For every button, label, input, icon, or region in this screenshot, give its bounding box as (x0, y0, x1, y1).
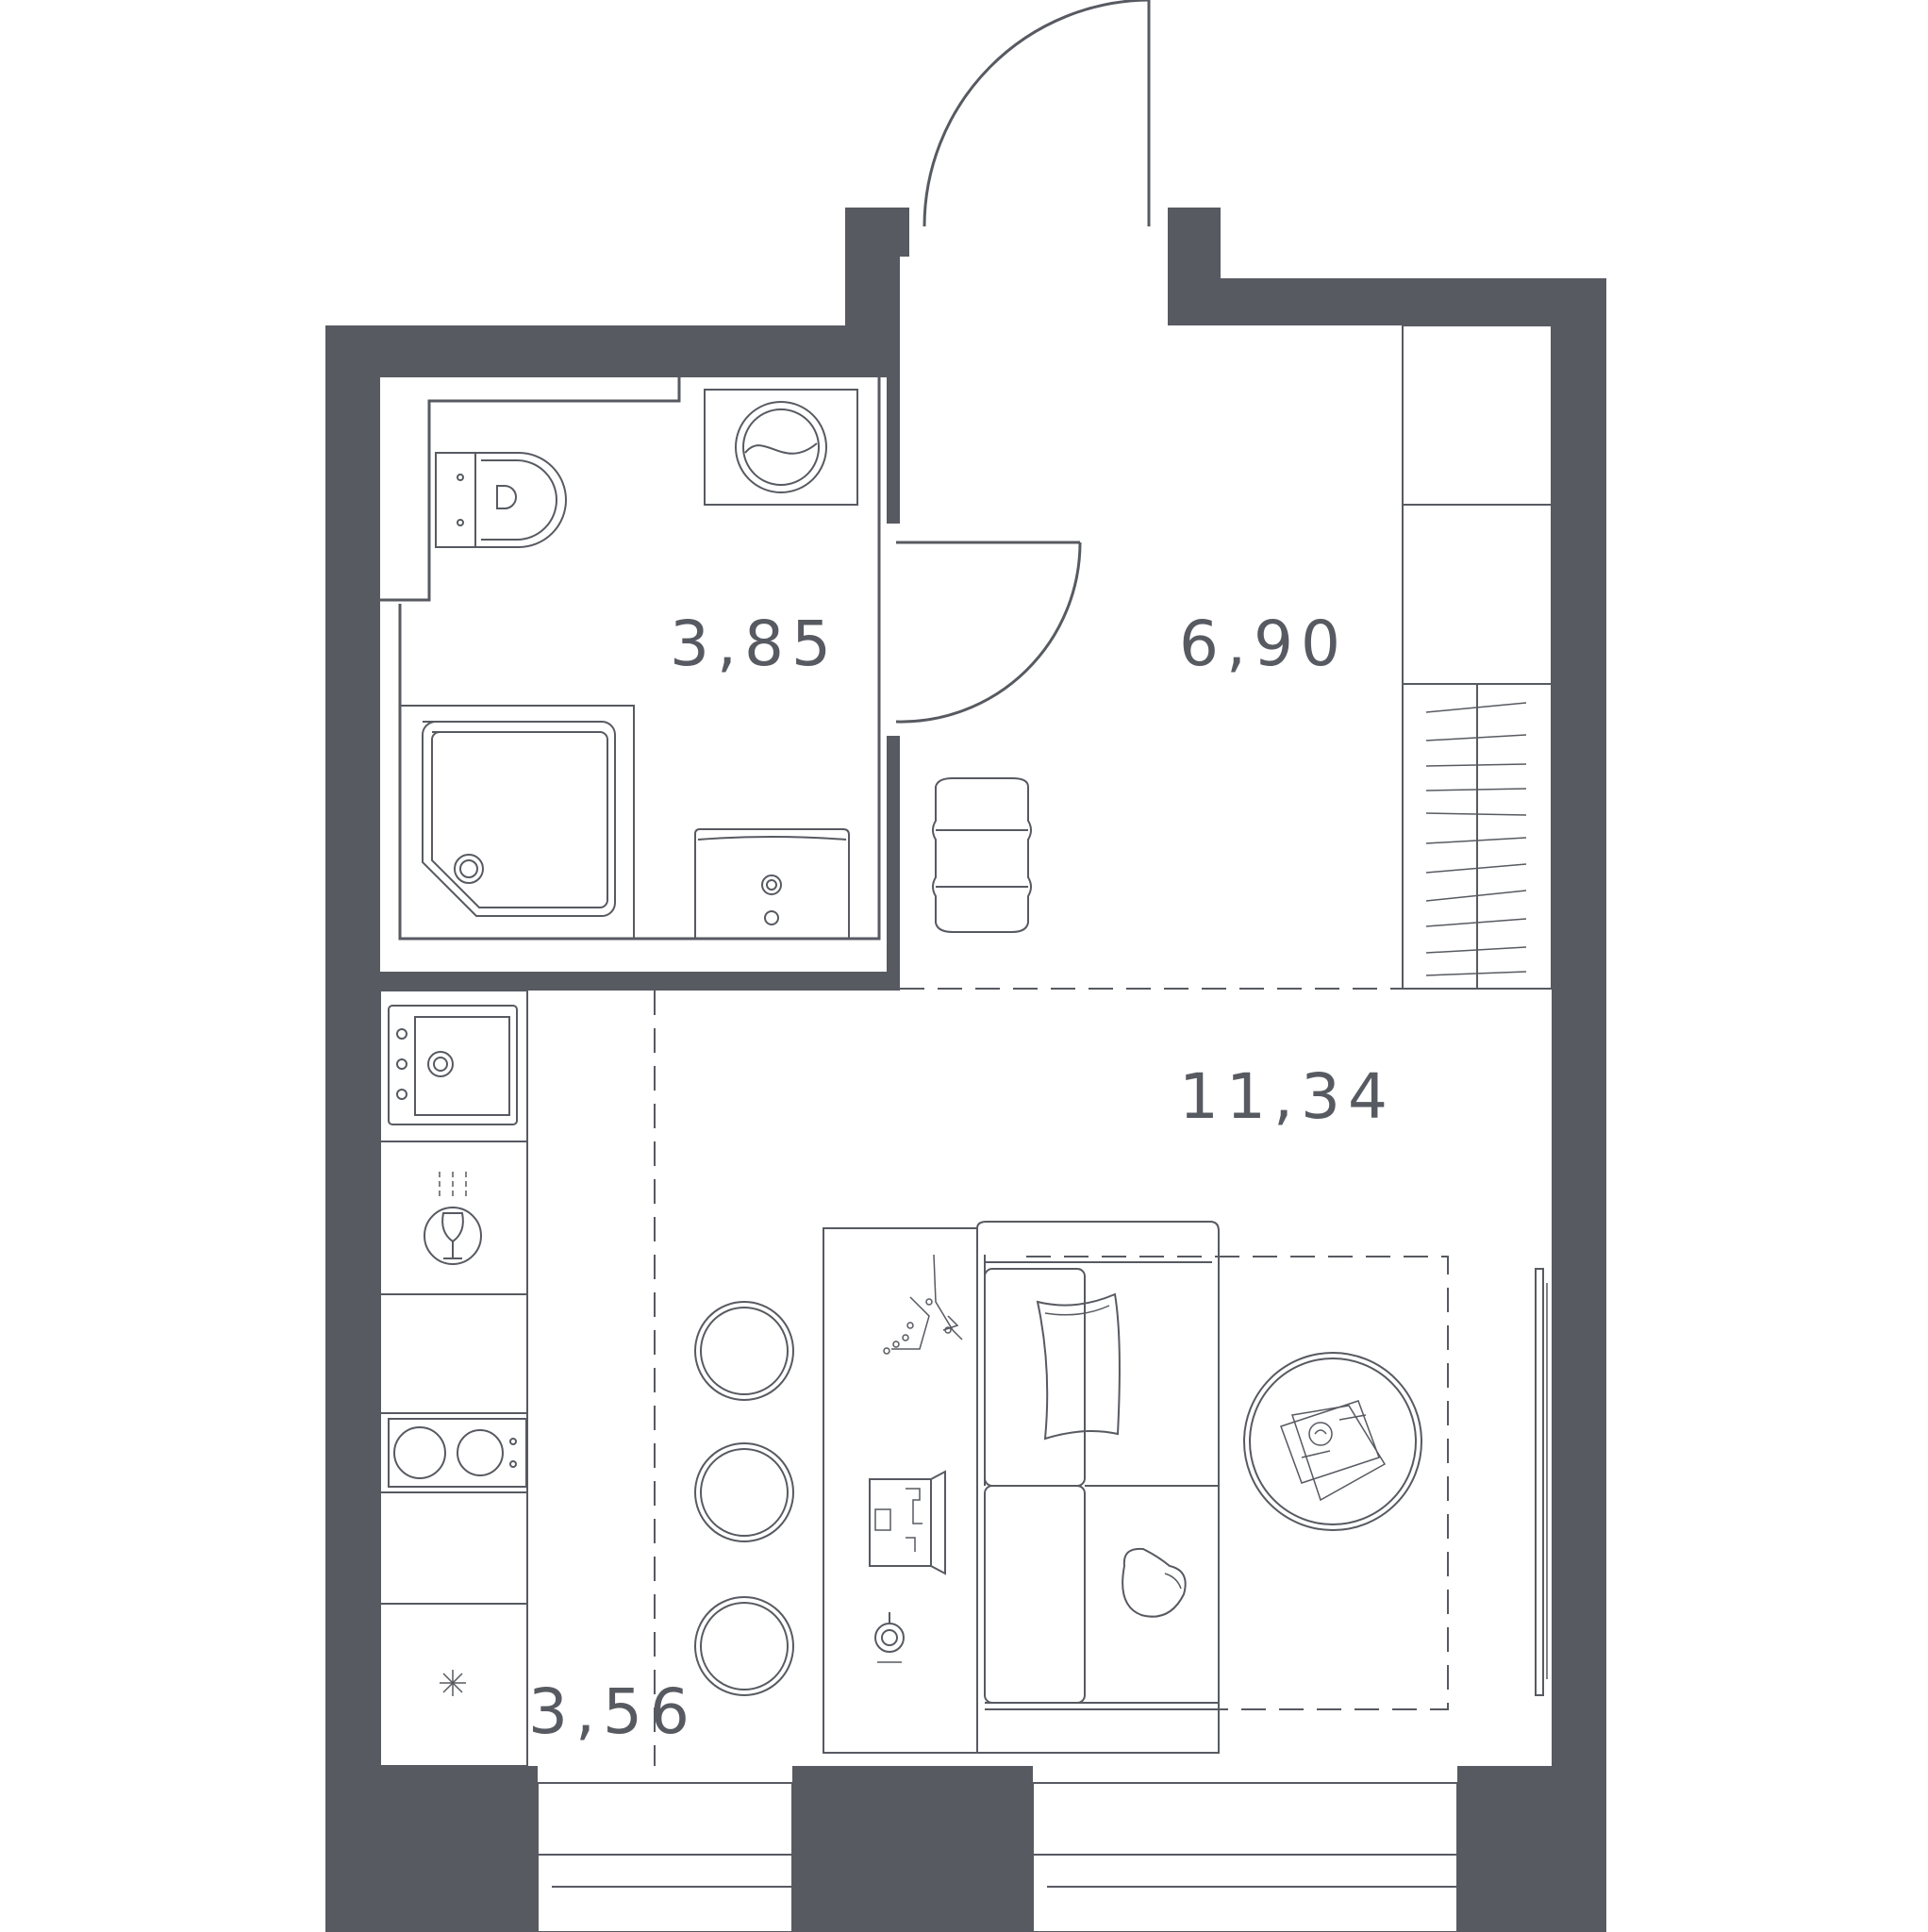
rug-outline (1026, 1256, 1449, 1710)
stools (694, 1301, 794, 1696)
pet-bed-icon (1122, 1547, 1187, 1618)
walls (325, 208, 1606, 1932)
bathroom-door (895, 541, 1082, 724)
mirror-icon (1535, 1268, 1548, 1696)
bathroom-shaft (380, 377, 881, 941)
zone-lines (654, 988, 1552, 1766)
hallway-area-label: 6,90 (1179, 608, 1348, 680)
table-icon (823, 1227, 978, 1754)
wardrobe-icon (1402, 325, 1553, 990)
shower-tray-icon (399, 705, 635, 939)
kitchen-area-label: 3,56 (528, 1675, 697, 1748)
living-area-label: 11,34 (1179, 1060, 1395, 1133)
dishwasher-icon (424, 1172, 482, 1265)
washing-machine-icon (704, 389, 858, 506)
coffee-table-icon (1243, 1352, 1422, 1531)
sofa-icon (976, 1221, 1220, 1754)
cooktop-icon (388, 1418, 527, 1488)
toilet-icon (435, 452, 567, 548)
windows (537, 1782, 1458, 1932)
pouf-icon (932, 777, 1032, 933)
fridge-icon (440, 1670, 466, 1696)
sink-icon (694, 828, 850, 939)
entrance-door (922, 0, 1151, 227)
bathroom-area-label: 3,85 (670, 608, 839, 680)
kitchen-sink-icon (388, 1005, 518, 1125)
kitchen-counter (379, 990, 528, 1767)
